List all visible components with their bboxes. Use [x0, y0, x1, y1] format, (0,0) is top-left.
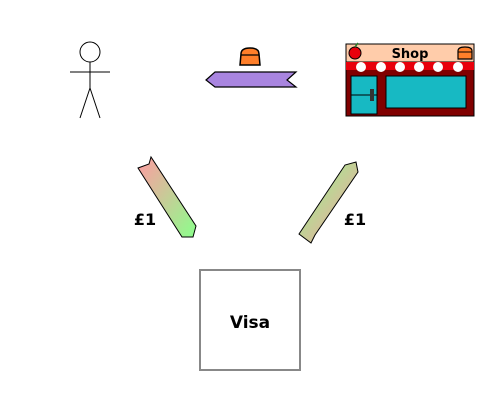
banknote-arrow-icon: [137, 155, 197, 238]
payment-amount-label: £1: [134, 210, 156, 229]
visa-box: [199, 269, 301, 371]
shop-sign-label: Shop: [392, 47, 429, 62]
goods-arrow: [205, 71, 298, 88]
banknote-arrow-icon: [298, 161, 359, 244]
bread-icon: [239, 47, 261, 66]
shop-icon: Shop: [345, 42, 475, 117]
apple-icon: [348, 42, 362, 60]
settlement-amount-label: £1: [344, 210, 366, 229]
shop-window: [385, 75, 467, 109]
stick-person-icon: [70, 41, 110, 119]
visa-label: Visa: [230, 313, 270, 333]
bread-icon: [457, 46, 473, 60]
